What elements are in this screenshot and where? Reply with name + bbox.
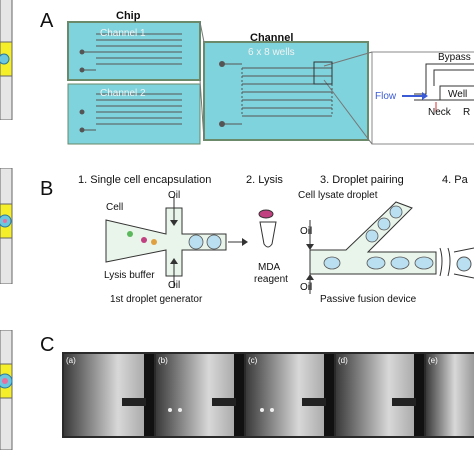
step-2: 2. Lysis <box>246 174 283 186</box>
micrograph-strip <box>62 352 474 438</box>
fusion-label: Passive fusion device <box>320 294 417 305</box>
frame-label-c: (c) <box>248 356 258 365</box>
lysis-buffer-label: Lysis buffer <box>104 270 155 281</box>
oil-fusion-top-label: Oil <box>300 226 313 237</box>
step-3: 3. Droplet pairing <box>320 174 404 186</box>
left-strip-2 <box>0 167 13 285</box>
frame-label-a: (a) <box>66 356 76 365</box>
oil-fusion-bottom-label: Oil <box>300 282 313 293</box>
channel-title: Channel <box>250 32 294 44</box>
frame-label-b: (b) <box>158 356 168 365</box>
oil-top-label: Oil <box>168 190 181 201</box>
left-strip-1 <box>0 0 13 121</box>
frame-label-d: (d) <box>338 356 348 365</box>
step-4: 4. Pa <box>442 174 468 186</box>
wells-label: 6 x 8 wells <box>248 47 295 58</box>
step-1: 1. Single cell encapsulation <box>78 174 212 186</box>
neck-label: Neck <box>428 107 451 118</box>
mda-label: MDA <box>258 262 281 273</box>
oil-bottom-label: Oil <box>168 280 181 291</box>
bypass-label: Bypass <box>438 52 471 63</box>
panel-b-letter: B <box>40 178 54 200</box>
frame-label-e: (e) <box>428 356 438 365</box>
panel-c-letter: C <box>40 334 55 356</box>
chip-title: Chip <box>116 10 141 22</box>
cell-label: Cell <box>106 202 124 213</box>
cell-lysate-label: Cell lysate droplet <box>298 190 378 201</box>
flow-label: Flow <box>375 91 397 102</box>
reagent-label: reagent <box>254 274 288 285</box>
generator-label: 1st droplet generator <box>110 294 203 305</box>
r-label: R <box>463 107 471 118</box>
left-strip-3 <box>0 329 13 451</box>
well-label: Well <box>448 89 468 100</box>
panel-a-chip-diagram <box>62 8 474 148</box>
channel2-label: Channel 2 <box>100 88 146 99</box>
channel1-label: Channel 1 <box>100 28 146 39</box>
panel-b-workflow-diagram <box>96 190 474 310</box>
panel-a-letter: A <box>40 10 54 32</box>
